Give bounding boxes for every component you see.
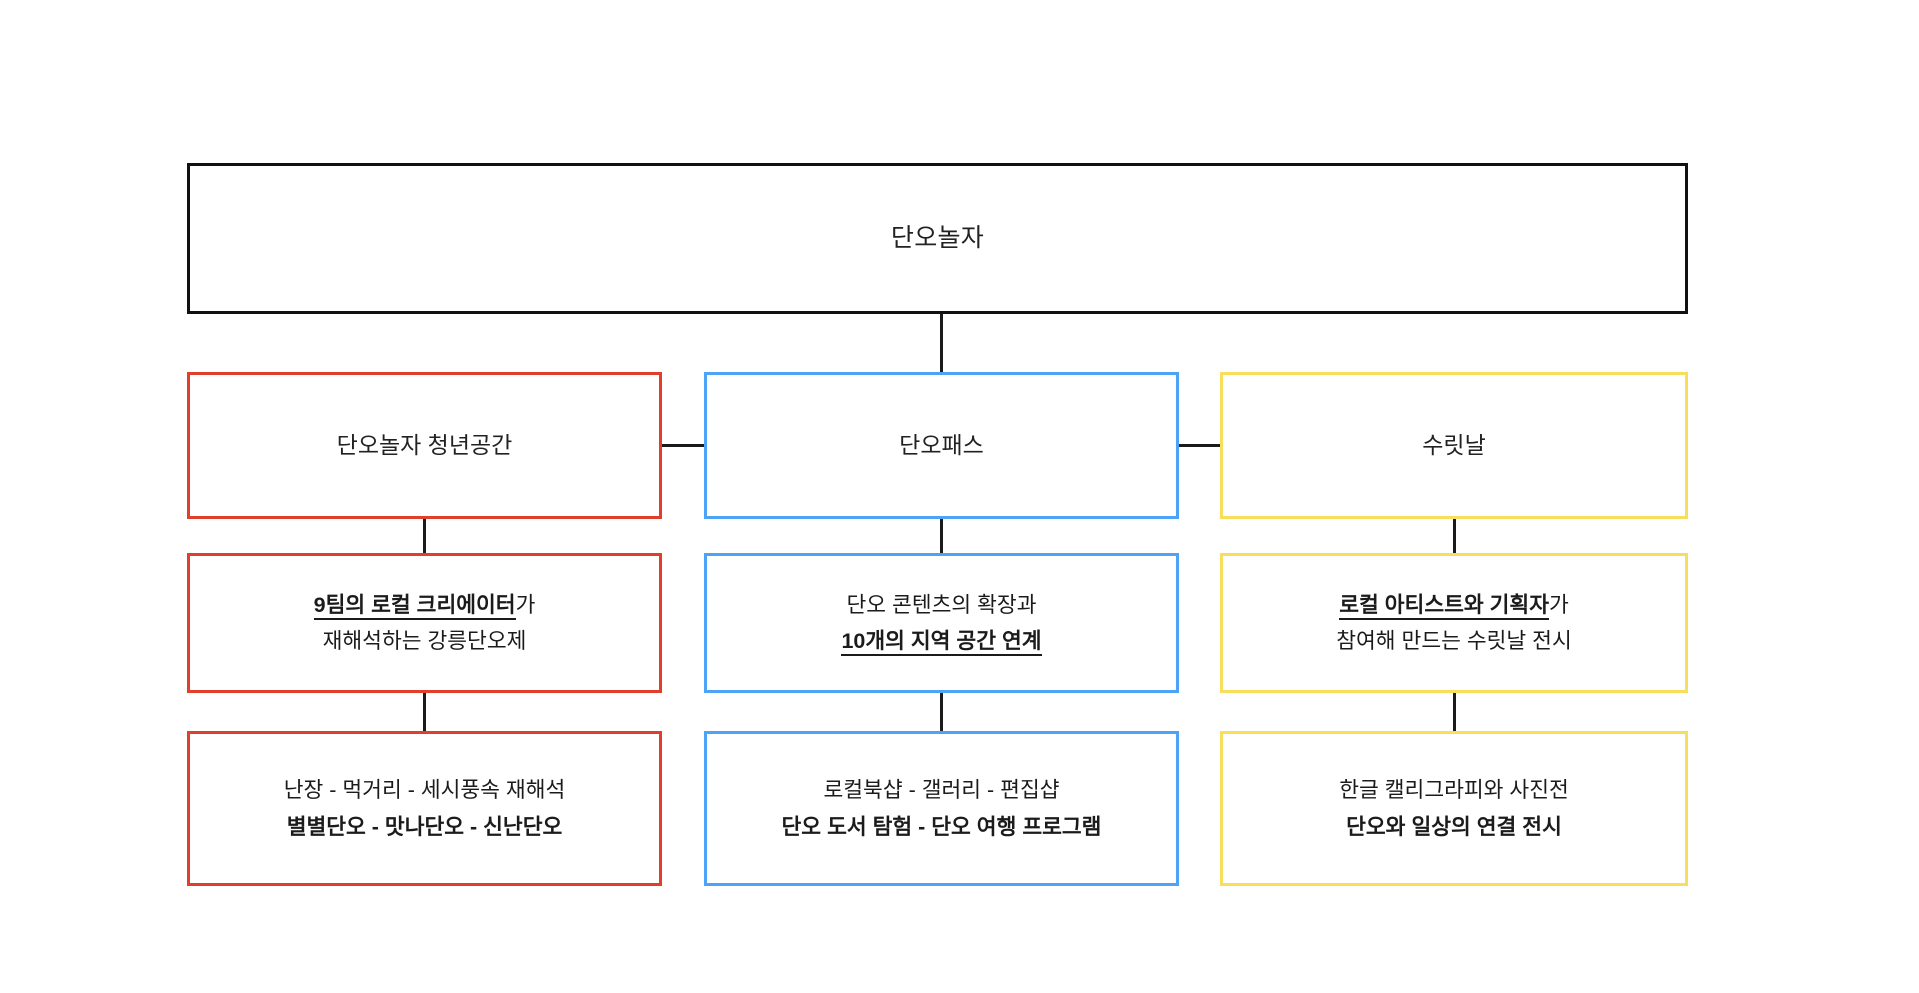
- category-label-blue: 단오패스: [899, 431, 984, 458]
- programs-node-yellow[interactable]: 한글 캘리그라피와 사진전 단오와 일상의 연결 전시: [1220, 731, 1688, 886]
- programs-node-blue[interactable]: 로컬북샵 - 갤러리 - 편집샵 단오 도서 탐험 - 단오 여행 프로그램: [704, 731, 1179, 886]
- programs-line-1-red: 난장 - 먹거리 - 세시풍속 재해석: [283, 778, 566, 803]
- category-node-red[interactable]: 단오놀자 청년공간: [187, 372, 662, 519]
- description-line-1-yellow: 로컬 아티스트와 기획자가: [1339, 587, 1569, 623]
- root-node[interactable]: 단오놀자: [187, 163, 1688, 314]
- programs-line-2-blue: 단오 도서 탐험 - 단오 여행 프로그램: [781, 814, 1102, 839]
- connector-yellow-desc-to-list: [1453, 693, 1456, 733]
- programs-line-2-yellow: 단오와 일상의 연결 전시: [1346, 814, 1562, 839]
- description-line-1-red: 9팀의 로컬 크리에이터가: [313, 587, 536, 623]
- connector-red-cat-to-desc: [423, 519, 426, 555]
- description-line-2-yellow: 참여해 만드는 수릿날 전시: [1336, 629, 1572, 653]
- description-line-2-red: 재해석하는 강릉단오제: [322, 629, 527, 653]
- description-line-1-blue: 단오 콘텐츠의 확장과: [846, 592, 1037, 617]
- description-node-blue[interactable]: 단오 콘텐츠의 확장과 10개의 지역 공간 연계: [704, 553, 1179, 693]
- category-label-red: 단오놀자 청년공간: [336, 431, 513, 458]
- connector-center-to-yellow: [1177, 444, 1222, 447]
- connector-root-to-center: [940, 314, 943, 372]
- connector-yellow-cat-to-desc: [1453, 519, 1456, 555]
- category-node-blue[interactable]: 단오패스: [704, 372, 1179, 519]
- connector-red-to-center: [660, 444, 706, 447]
- category-label-yellow: 수릿날: [1422, 431, 1486, 458]
- description-node-yellow[interactable]: 로컬 아티스트와 기획자가 참여해 만드는 수릿날 전시: [1220, 553, 1688, 693]
- description-node-red[interactable]: 9팀의 로컬 크리에이터가 재해석하는 강릉단오제: [187, 553, 662, 693]
- description-emphasis-blue: 10개의 지역 공간 연계: [841, 629, 1042, 656]
- connector-red-desc-to-list: [423, 693, 426, 733]
- description-emphasis-red: 9팀의 로컬 크리에이터: [313, 592, 516, 620]
- connector-blue-cat-to-desc: [940, 519, 943, 555]
- programs-node-red[interactable]: 난장 - 먹거리 - 세시풍속 재해석 별별단오 - 맛나단오 - 신난단오: [187, 731, 662, 886]
- programs-line-2-red: 별별단오 - 맛나단오 - 신난단오: [286, 814, 563, 839]
- connector-blue-desc-to-list: [940, 693, 943, 733]
- description-line-2-blue: 10개의 지역 공간 연계: [841, 623, 1042, 659]
- programs-line-1-yellow: 한글 캘리그라피와 사진전: [1339, 778, 1569, 803]
- description-emphasis-yellow: 로컬 아티스트와 기획자: [1339, 592, 1549, 620]
- category-node-yellow[interactable]: 수릿날: [1220, 372, 1688, 519]
- programs-line-1-blue: 로컬북샵 - 갤러리 - 편집샵: [823, 778, 1060, 803]
- description-suffix-red: 가: [515, 592, 536, 617]
- description-suffix-yellow: 가: [1548, 592, 1569, 617]
- root-node-label: 단오놀자: [890, 224, 985, 253]
